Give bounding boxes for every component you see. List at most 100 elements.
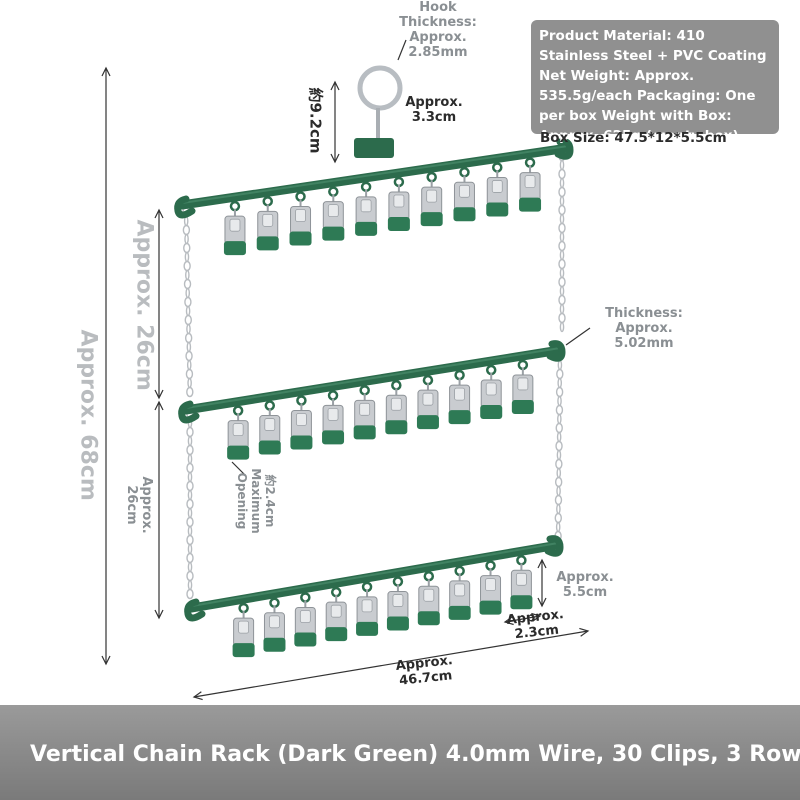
clip-row-2-loop bbox=[454, 369, 465, 381]
chain-left-link bbox=[186, 444, 194, 456]
chain-left-link bbox=[184, 251, 190, 263]
rack-bar-row-1 bbox=[177, 143, 573, 210]
clip-row-3-base bbox=[386, 616, 409, 631]
clip-row-2-loop bbox=[485, 364, 497, 376]
row-gap-top-arrow-tail bbox=[154, 389, 164, 400]
chain-left-link bbox=[183, 242, 191, 254]
clip-row-3-base bbox=[417, 611, 440, 626]
total-width-arrow bbox=[193, 630, 589, 698]
chain-right-link bbox=[558, 186, 566, 198]
chain-left-link bbox=[184, 296, 192, 308]
clip-row-1-base bbox=[453, 207, 476, 222]
clip-row-2-spring bbox=[264, 418, 276, 431]
chain-left-link bbox=[186, 426, 194, 438]
clip-row-1-base bbox=[486, 202, 509, 217]
total-width-arrow-head bbox=[192, 691, 203, 701]
chain-right-link bbox=[554, 494, 563, 506]
clip-row-3-base bbox=[479, 600, 502, 615]
chain-right-link bbox=[558, 204, 566, 216]
clip-row-3-base bbox=[263, 637, 286, 652]
chain-left-link bbox=[185, 368, 194, 380]
clip-row-1-spring bbox=[491, 180, 503, 193]
clip-row-1-spring bbox=[229, 218, 241, 232]
clip-row-1-base bbox=[355, 221, 378, 236]
clip-row-2-base bbox=[385, 420, 408, 435]
chain-left-link bbox=[187, 525, 193, 537]
clip-row-3-spring bbox=[392, 594, 404, 607]
clip-row-3-spring bbox=[269, 615, 280, 629]
hook-height-label: 約9.2cm bbox=[306, 87, 325, 154]
clip-row-1-base bbox=[256, 236, 279, 251]
clip-row-3-spring bbox=[238, 620, 250, 634]
chain-right-link bbox=[559, 267, 565, 279]
clip-row-1-loop bbox=[360, 181, 372, 193]
chain-left-link bbox=[185, 269, 190, 281]
chain-right-link bbox=[559, 177, 565, 189]
clip-row-1-loop bbox=[262, 196, 273, 207]
total-width-arrow-tail bbox=[579, 627, 590, 637]
clip-row-1-loop bbox=[492, 162, 503, 173]
chain-right-link bbox=[558, 240, 566, 252]
hook-height-arrow-head bbox=[330, 80, 340, 91]
clip-row-1-loop bbox=[393, 176, 405, 188]
rack-bar-row-3-left-end bbox=[184, 598, 206, 622]
chain-right-link bbox=[559, 231, 565, 243]
rack-bar-row-2 bbox=[181, 345, 565, 415]
clip-row-3-loop bbox=[269, 597, 280, 609]
chain-right-link bbox=[556, 485, 561, 497]
clip-row-3-loop bbox=[423, 570, 435, 582]
clip-row-3-spring bbox=[485, 578, 496, 592]
clip-row-3-spring bbox=[361, 599, 373, 613]
row-gap-bottom-label: Approx. 26cm bbox=[124, 476, 154, 534]
clip-row-2-spring bbox=[422, 392, 434, 406]
chain-right-link bbox=[559, 195, 565, 207]
clip-opening-label: 約2.4cm Maximum Opening bbox=[235, 468, 277, 534]
chain-right-link bbox=[558, 168, 566, 180]
chain-right-link bbox=[555, 422, 563, 434]
rack-bar-row-2-highlight bbox=[185, 347, 561, 409]
clip-width-arrow-head bbox=[503, 616, 514, 626]
chain-right-link bbox=[555, 404, 564, 416]
clip-row-1-spring bbox=[459, 184, 470, 198]
chain-left-link bbox=[186, 462, 194, 474]
clip-row-3-base bbox=[232, 643, 255, 658]
clip-row-2-base bbox=[511, 399, 534, 414]
chain-right-link bbox=[558, 258, 566, 270]
spec-line: Product Material: 410 bbox=[539, 28, 705, 44]
clip-row-2-loop bbox=[359, 385, 370, 396]
rack-bar-row-1-highlight bbox=[181, 145, 569, 204]
chain-left-link bbox=[184, 314, 192, 326]
clip-row-2-spring bbox=[296, 413, 307, 426]
chain-left-link bbox=[183, 278, 192, 290]
clip-row-1-spring bbox=[426, 189, 438, 203]
clip-row-1-base bbox=[420, 212, 443, 227]
clip-row-2-loop bbox=[422, 374, 434, 386]
clip-row-3-spring bbox=[330, 604, 342, 618]
clip-row-3-spring bbox=[515, 572, 527, 586]
total-height-arrow-head bbox=[101, 66, 111, 77]
chain-left-link bbox=[186, 498, 194, 510]
clip-row-1-spring bbox=[327, 204, 339, 218]
clip-row-2-base bbox=[227, 445, 250, 460]
clip-row-3-loop bbox=[454, 565, 465, 577]
chain-right-link bbox=[559, 303, 565, 315]
clip-row-1-spring bbox=[524, 175, 536, 189]
clip-row-3-loop bbox=[300, 592, 311, 603]
chain-right-link bbox=[558, 222, 566, 234]
clip-row-3-loop bbox=[330, 586, 342, 598]
rack-bar-row-2-left-end bbox=[178, 400, 200, 424]
chain-left-link bbox=[186, 516, 194, 528]
clip-row-3-loop bbox=[516, 555, 527, 566]
spec-line: Stainless Steel + PVC Coating bbox=[539, 48, 767, 64]
clip-row-3-loop bbox=[392, 576, 404, 587]
chain-left-link bbox=[185, 287, 191, 299]
clip-row-2-base bbox=[480, 405, 503, 420]
clip-row-3-spring bbox=[454, 583, 466, 597]
row-gap-bottom-arrow-head bbox=[154, 400, 164, 411]
clip-row-3-spring bbox=[299, 610, 311, 623]
row-gap-top-arrow-head bbox=[154, 208, 164, 219]
clip-row-2-base bbox=[322, 430, 345, 445]
hook-height-arrow-tail bbox=[330, 153, 340, 164]
chain-left-link bbox=[186, 552, 194, 564]
clip-row-1-spring bbox=[393, 194, 405, 208]
